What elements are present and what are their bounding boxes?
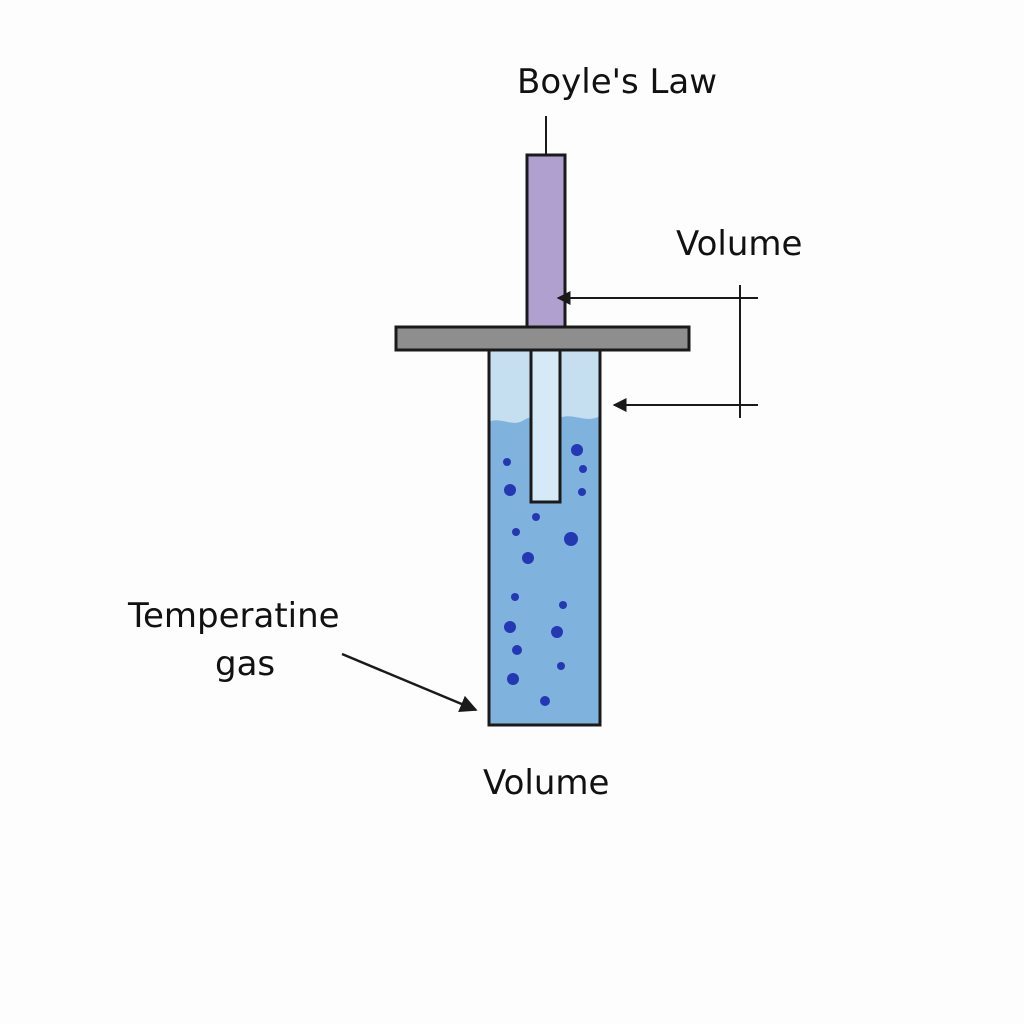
bubble bbox=[540, 696, 550, 706]
inner-tube bbox=[529, 348, 562, 504]
gas-bubbles bbox=[503, 444, 587, 706]
bubble bbox=[504, 484, 516, 496]
bubble bbox=[557, 662, 565, 670]
bubble bbox=[551, 626, 563, 638]
bubble bbox=[564, 532, 578, 546]
bubble bbox=[578, 488, 586, 496]
bubble bbox=[512, 645, 522, 655]
bubble bbox=[503, 458, 511, 466]
bubble bbox=[559, 601, 567, 609]
gas-label: gas bbox=[215, 644, 276, 684]
bubble bbox=[504, 621, 516, 633]
temperature-arrow bbox=[341, 652, 478, 713]
bubble bbox=[512, 528, 520, 536]
temperature-label: Temperatine bbox=[128, 596, 340, 636]
volume-label-right: Volume bbox=[676, 224, 803, 264]
bubble bbox=[532, 513, 540, 521]
bubble bbox=[511, 593, 519, 601]
diagram-title: Boyle's Law bbox=[517, 62, 718, 102]
piston-plate bbox=[394, 325, 691, 352]
bubble bbox=[507, 673, 519, 685]
bubble bbox=[579, 465, 587, 473]
volume-label-bottom: Volume bbox=[483, 763, 610, 803]
bubble bbox=[571, 444, 583, 456]
bubble bbox=[522, 552, 534, 564]
piston-rod bbox=[525, 153, 567, 329]
